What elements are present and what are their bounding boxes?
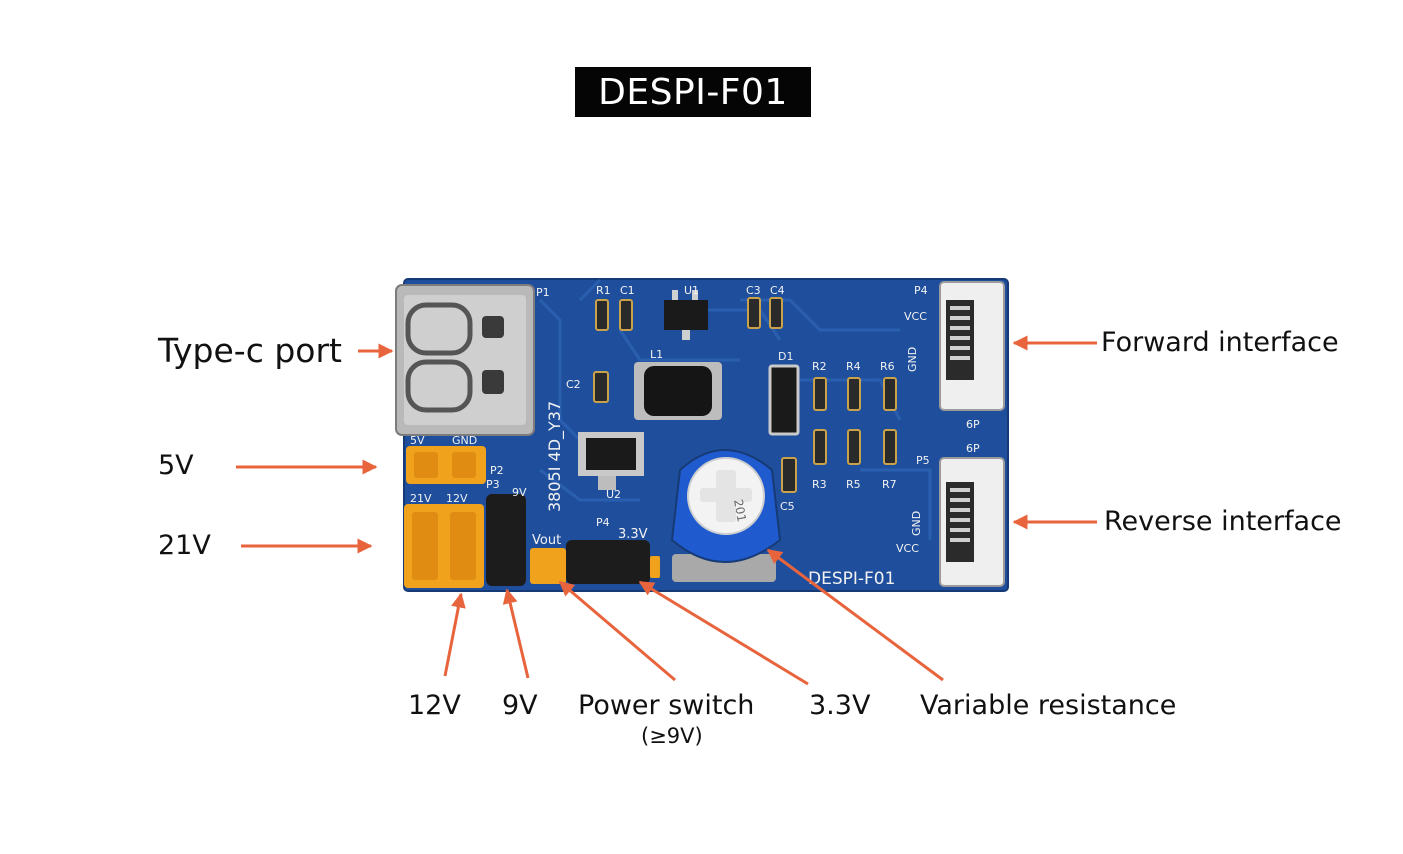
label-5v: 5V <box>158 450 194 481</box>
silk-r3: R3 <box>812 478 827 491</box>
silk-c2: C2 <box>566 378 581 391</box>
title-text: DESPI-F01 <box>598 71 788 113</box>
silk-gnd-top: GND <box>906 347 919 372</box>
silk-pot-code: 201 <box>731 498 749 523</box>
jumper-9v <box>486 494 526 586</box>
silk-3-3v: 3.3V <box>618 527 648 542</box>
jumper-3-3v <box>566 540 650 584</box>
passive-components <box>593 297 897 493</box>
potentiometer <box>670 449 782 582</box>
silk-p4b: P4 <box>596 516 610 529</box>
silk-p2: P2 <box>490 464 504 477</box>
diode-d1 <box>768 364 800 436</box>
label-9v: 9V <box>502 690 538 721</box>
silk-p4: P4 <box>914 284 928 297</box>
label-21v: 21V <box>158 530 211 561</box>
title-banner: DESPI-F01 <box>575 67 811 117</box>
silk-p3: P3 <box>486 478 500 491</box>
silk-header-21v: 21V <box>410 492 432 505</box>
silk-chip-code: 3805I 4D_Y37 <box>545 401 565 512</box>
silk-r4: R4 <box>846 360 861 373</box>
fpc-connector-forward <box>939 281 1005 411</box>
silk-vcc-top: VCC <box>904 310 927 323</box>
label-variable-resistance: Variable resistance <box>920 690 1177 721</box>
label-forward-interface: Forward interface <box>1101 327 1339 358</box>
inductor-l1 <box>634 362 722 420</box>
label-power-switch: Power switch <box>578 690 755 721</box>
silk-u1: U1 <box>684 284 699 297</box>
arrow-variable-resistance <box>766 548 944 682</box>
silk-l1: L1 <box>650 348 663 361</box>
header-5v <box>406 446 486 484</box>
silk-r1: R1 <box>596 284 611 297</box>
silkscreen-labels: P1 R1 C1 U1 C3 C4 P4 L1 C2 D1 R2 R4 R6 V… <box>410 284 980 589</box>
silk-c3: C3 <box>746 284 761 297</box>
silk-header-12v: 12V <box>446 492 468 505</box>
ic-u1 <box>664 290 708 340</box>
silk-header-gnd: GND <box>452 434 477 447</box>
label-power-switch-note: (≥9V) <box>641 724 703 748</box>
silk-header-5v: 5V <box>410 434 425 447</box>
arrow-12v <box>443 592 466 677</box>
silk-p1: P1 <box>536 286 550 299</box>
silk-u2: U2 <box>606 488 621 501</box>
header-21v-12v <box>404 504 484 588</box>
header-vout <box>530 548 566 584</box>
callout-arrows <box>236 335 1097 686</box>
silk-header-9v: 9V <box>512 486 527 499</box>
silk-r5: R5 <box>846 478 861 491</box>
arrow-power-switch <box>558 580 676 682</box>
pcb-board <box>403 278 1009 592</box>
silk-vout: Vout <box>532 533 561 548</box>
silk-gnd-bottom: GND <box>910 511 923 536</box>
silk-p5: P5 <box>916 454 930 467</box>
label-type-c-port: Type-c port <box>158 331 342 370</box>
silk-r2: R2 <box>812 360 827 373</box>
silk-board-name: DESPI-F01 <box>808 569 895 589</box>
silk-6p-top: 6P <box>966 418 980 431</box>
silk-r6: R6 <box>880 360 895 373</box>
header-right-stub <box>650 556 660 578</box>
silk-6p-bottom: 6P <box>966 442 980 455</box>
arrow-3-3v <box>638 580 809 686</box>
label-3-3v: 3.3V <box>809 690 871 721</box>
silk-c1: C1 <box>620 284 635 297</box>
label-reverse-interface: Reverse interface <box>1104 506 1342 537</box>
arrow-9v <box>502 588 530 679</box>
silk-vcc-bottom: VCC <box>896 542 919 555</box>
silk-r7: R7 <box>882 478 897 491</box>
usb-type-c-connector <box>395 284 535 436</box>
silk-c4: C4 <box>770 284 785 297</box>
fpc-connector-reverse <box>939 457 1005 587</box>
silk-d1: D1 <box>778 350 793 363</box>
silk-c5: C5 <box>780 500 795 513</box>
ic-u2 <box>578 432 644 490</box>
label-12v: 12V <box>408 690 461 721</box>
